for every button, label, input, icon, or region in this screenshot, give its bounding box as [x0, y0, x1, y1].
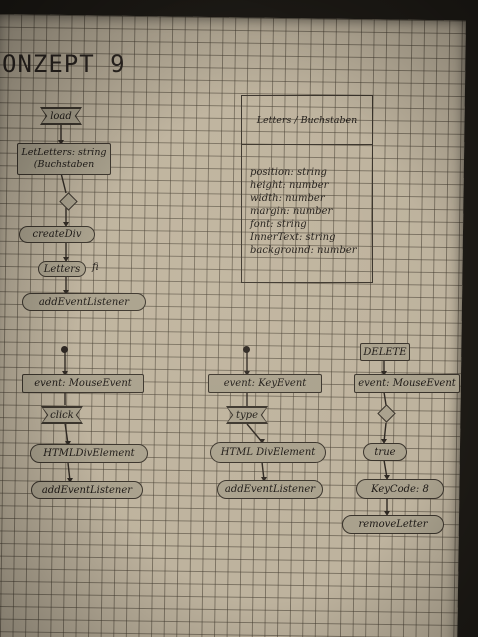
class-attribute: margin: number: [250, 206, 333, 217]
type-flag: type: [226, 406, 268, 424]
add-event-listener-node: addEventListener: [22, 293, 146, 311]
letters-node: Letters: [38, 261, 86, 277]
class-attribute: height: number: [250, 180, 329, 191]
key-add-event-listener-node: addEventListener: [217, 480, 323, 499]
true-node: true: [363, 443, 407, 461]
mouse-html-div-element-node: HTMLDivElement: [30, 444, 148, 463]
letters-class-box: Letters / Buchstaben position: string he…: [241, 95, 373, 283]
create-div-node: createDiv: [19, 226, 95, 243]
page-title: ONZEPT 9: [2, 50, 126, 78]
load-start-label: load: [42, 109, 80, 123]
delete-mouse-event-node: event: MouseEvent: [354, 374, 460, 393]
delete-label-node: DELETE: [360, 343, 410, 361]
click-label: click: [43, 408, 81, 422]
class-attribute: InnerText: string: [250, 232, 336, 243]
class-attribute: position: string: [250, 167, 327, 178]
keycode-node: KeyCode: 8: [356, 479, 444, 499]
declare-line-1: LetLetters: string: [21, 146, 107, 158]
declare-letters-node: LetLetters: string (Buchstaben: [17, 143, 111, 175]
class-attributes: position: string height: number width: n…: [250, 166, 357, 257]
mouse-event-node: event: MouseEvent: [22, 374, 144, 393]
remove-letter-node: removeLetter: [342, 515, 444, 534]
key-flow-start-dot: [243, 346, 250, 353]
letters-side-note: fi: [92, 262, 99, 273]
class-name: Letters / Buchstaben: [242, 96, 372, 145]
load-start-flag: load: [40, 107, 82, 125]
class-attribute: background: number: [250, 245, 357, 256]
declare-line-2: (Buchstaben: [33, 159, 95, 170]
click-flag: click: [41, 406, 83, 424]
mouse-add-event-listener-node: addEventListener: [31, 481, 143, 499]
mouse-flow-start-dot: [61, 346, 68, 353]
type-label: type: [228, 408, 266, 422]
key-event-node: event: KeyEvent: [208, 374, 322, 393]
class-attribute: font: string: [250, 219, 307, 230]
class-attribute: width: number: [250, 193, 325, 204]
key-html-div-element-node: HTML DivElement: [210, 442, 326, 463]
